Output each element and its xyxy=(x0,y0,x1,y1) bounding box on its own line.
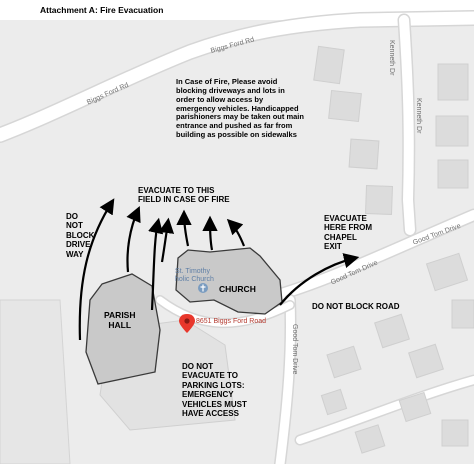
evacuation-arrow xyxy=(226,218,246,247)
parking-lots xyxy=(0,299,236,465)
road-biggs-ford xyxy=(0,11,474,142)
house xyxy=(451,299,474,329)
evacuate-chapel-label: EVACUATE HERE FROM CHAPEL EXIT xyxy=(324,214,372,252)
house xyxy=(425,252,469,292)
evacuation-arrow xyxy=(202,215,218,251)
evacuation-arrows xyxy=(78,198,360,341)
house xyxy=(313,45,345,85)
do-not-block-road-label: DO NOT BLOCK ROAD xyxy=(312,302,400,311)
church-driveway xyxy=(156,296,294,327)
fire-instructions-note: In Case of Fire, Please avoid blocking d… xyxy=(176,77,304,140)
house xyxy=(437,159,469,189)
house xyxy=(326,345,362,379)
address-label[interactable]: 8651 Biggs Ford Road xyxy=(196,318,267,325)
do-not-evacuate-parking-label: DO NOT EVACUATE TO PARKING LOTS: EMERGEN… xyxy=(182,362,247,419)
parish-hall-building xyxy=(85,273,161,385)
road-label: Kenneth Dr xyxy=(415,98,422,134)
evacuation-arrow xyxy=(78,198,115,341)
road-good-tom-south xyxy=(275,295,296,469)
house xyxy=(328,89,362,123)
evacuation-arrow xyxy=(158,217,175,263)
house xyxy=(354,424,386,454)
do-not-block-driveway-label: DO NOT BLOCK DRIVE WAY xyxy=(66,212,95,259)
residential-buildings xyxy=(313,45,474,454)
church-label: CHURCH xyxy=(219,284,256,294)
evacuation-arrow xyxy=(176,209,192,247)
evacuation-arrow xyxy=(126,205,141,273)
field-southwest xyxy=(0,299,71,465)
church-poi-icon[interactable] xyxy=(198,283,208,293)
road-label: Kenneth Dr xyxy=(388,40,395,76)
parish-hall-label: PARISH HALL xyxy=(104,310,136,331)
house xyxy=(435,115,469,147)
evacuation-arrow xyxy=(148,217,164,311)
road-southeast xyxy=(296,376,474,444)
road-label: Good Tom Drive xyxy=(291,324,298,375)
page-title: Attachment A: Fire Evacuation xyxy=(40,5,164,15)
road-kenneth xyxy=(399,15,415,235)
evacuate-field-label: EVACUATE TO THIS FIELD IN CASE OF FIRE xyxy=(138,186,230,205)
house xyxy=(441,419,469,447)
house xyxy=(398,391,432,423)
house xyxy=(408,343,444,379)
house xyxy=(365,185,393,215)
house xyxy=(374,313,410,349)
poi-label[interactable]: St. Timothy holic Church xyxy=(175,268,214,284)
location-pin-icon[interactable] xyxy=(179,314,195,333)
house xyxy=(348,138,380,170)
evacuation-arrow xyxy=(279,253,360,306)
house xyxy=(320,388,348,416)
house xyxy=(437,63,469,101)
